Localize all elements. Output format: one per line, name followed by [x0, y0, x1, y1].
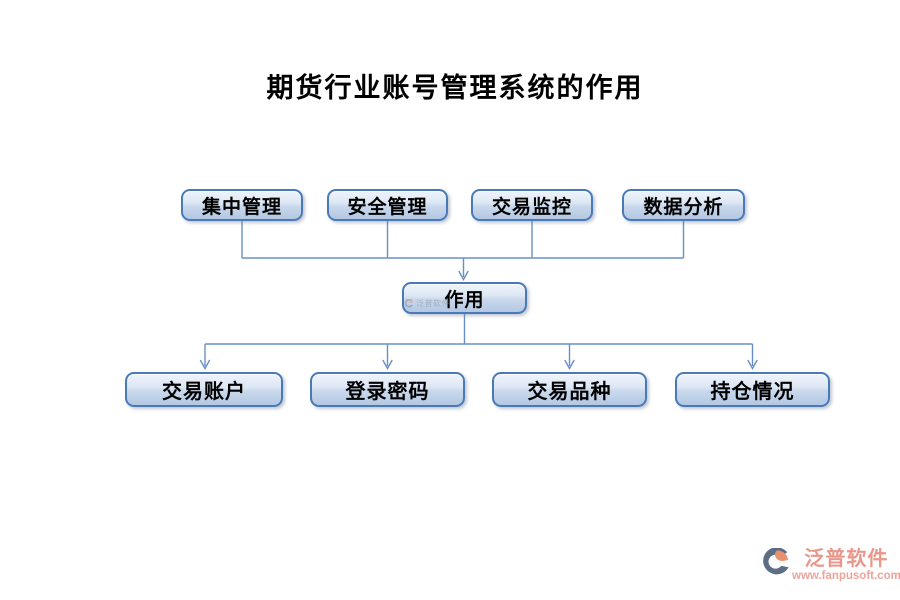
node-trading-account: 交易账户	[125, 372, 283, 407]
node-trade-monitoring: 交易监控	[471, 189, 593, 221]
watermark-logo-icon	[404, 298, 414, 308]
watermark: 泛普软件	[404, 298, 450, 309]
node-label: 作用	[444, 289, 485, 311]
node-security-management: 安全管理	[327, 189, 448, 221]
brand-url: www.fanpusoft.com	[792, 570, 900, 582]
node-label: 交易账户	[162, 381, 246, 403]
node-role-center: 作用	[402, 282, 527, 314]
brand-text-column: 泛普软件 www.fanpusoft.com	[792, 548, 900, 582]
node-data-analysis: 数据分析	[622, 189, 745, 221]
page-title: 期货行业账号管理系统的作用	[266, 73, 644, 103]
node-label: 数据分析	[643, 196, 724, 218]
watermark-text: 泛普软件	[416, 299, 450, 308]
node-centralized-management: 集中管理	[181, 189, 303, 221]
fanpu-logo-icon	[763, 548, 789, 575]
node-position-status: 持仓情况	[675, 372, 830, 407]
footer-brand: 泛普软件 www.fanpusoft.com	[762, 548, 900, 582]
node-label: 安全管理	[347, 196, 428, 218]
node-label: 交易监控	[491, 196, 572, 218]
brand-name: 泛普软件	[804, 548, 889, 570]
node-label: 交易品种	[527, 381, 612, 403]
node-label: 集中管理	[201, 196, 282, 218]
node-label: 持仓情况	[710, 381, 795, 403]
node-trading-variety: 交易品种	[492, 372, 647, 407]
node-label: 登录密码	[345, 381, 430, 403]
node-login-password: 登录密码	[310, 372, 465, 407]
